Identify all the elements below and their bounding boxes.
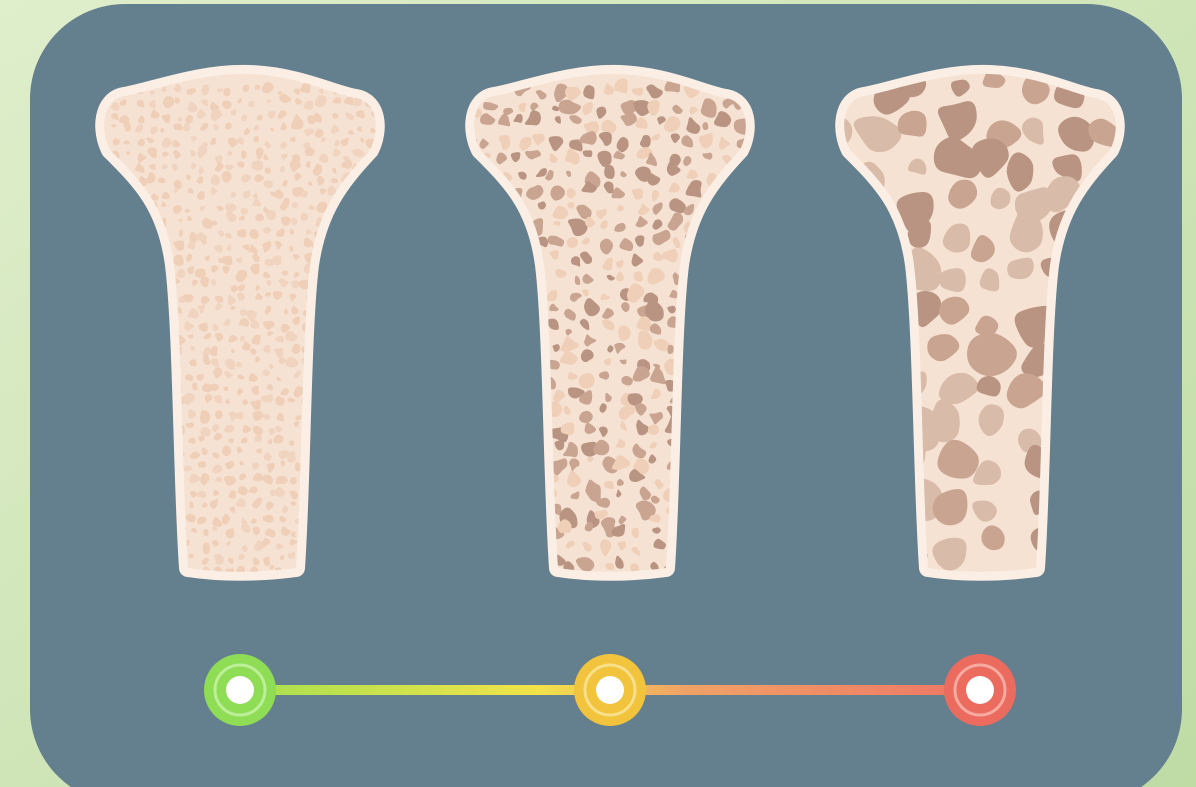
pore-small — [203, 542, 210, 554]
pore-medium — [667, 345, 673, 354]
scale-marker — [944, 654, 1016, 726]
scale-marker — [574, 654, 646, 726]
marker-dot — [226, 676, 254, 704]
pore-small — [198, 461, 206, 467]
pore-small — [236, 362, 242, 368]
marker-dot — [596, 676, 624, 704]
scale-marker — [204, 654, 276, 726]
marker-dot — [966, 676, 994, 704]
